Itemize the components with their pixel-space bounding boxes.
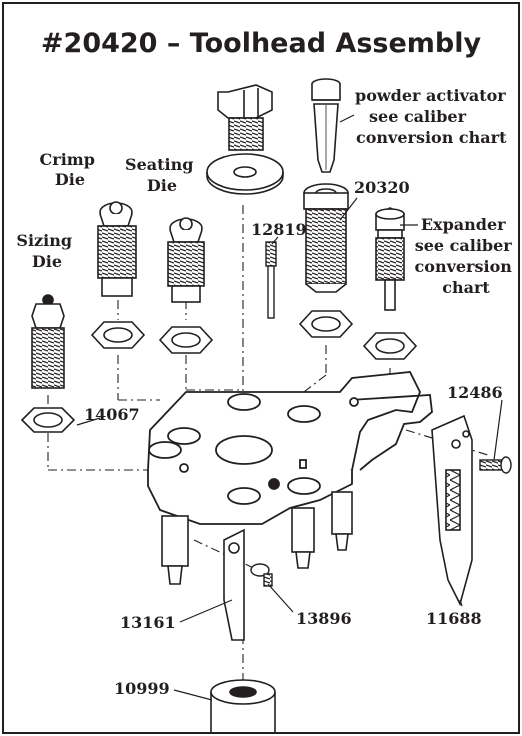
part-10999-shaft xyxy=(210,679,276,732)
part-12486-screw xyxy=(479,456,512,474)
label-part-20320: 20320 xyxy=(354,178,410,197)
label-part-12819: 12819 xyxy=(251,220,307,239)
expander-part xyxy=(375,207,405,311)
sizing-die-part xyxy=(31,294,65,389)
label-part-14067: 14067 xyxy=(84,405,140,424)
label-powder-activator: powder activator see caliber conversion … xyxy=(355,86,511,147)
label-expander: Expander see caliber conversion chart xyxy=(415,215,518,297)
powder-activator-part xyxy=(311,78,341,173)
plate-legs xyxy=(161,491,353,585)
label-part-12486: 12486 xyxy=(447,383,503,402)
lock-rings xyxy=(20,310,418,433)
toolhead-plate xyxy=(147,371,433,525)
part-13161-bracket xyxy=(223,528,245,641)
label-seating-die: Seating Die xyxy=(125,155,199,195)
washer xyxy=(206,153,284,195)
label-part-13896: 13896 xyxy=(296,609,352,628)
labels: powder activator see caliber conversion … xyxy=(16,86,518,698)
diagram-title: #20420 – Toolhead Assembly xyxy=(41,28,482,59)
part-13896-screw xyxy=(250,563,273,587)
label-part-13161: 13161 xyxy=(120,613,176,632)
hex-cap-screw xyxy=(217,84,273,151)
label-sizing-die: Sizing Die xyxy=(16,231,77,271)
label-part-11688: 11688 xyxy=(426,609,482,628)
label-part-10999: 10999 xyxy=(114,679,170,698)
crimp-die-part xyxy=(97,201,137,297)
part-11688-lever xyxy=(431,414,473,607)
part-12819-pin xyxy=(265,241,277,319)
label-crimp-die: Crimp Die xyxy=(40,150,101,189)
seating-die-part xyxy=(167,217,205,303)
leader-lines xyxy=(76,114,503,701)
part-20320 xyxy=(303,183,349,293)
